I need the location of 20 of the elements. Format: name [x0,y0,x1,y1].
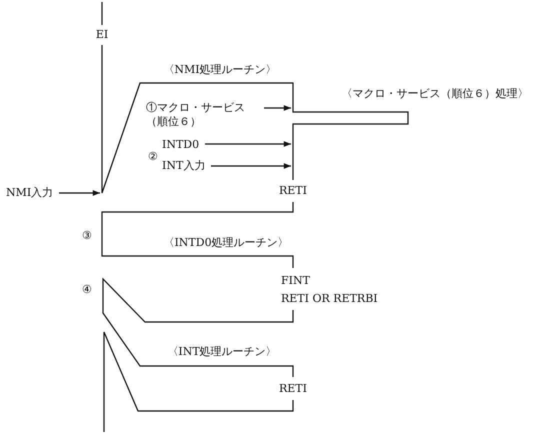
arrow [59,190,100,196]
instruction-label: RETI [279,184,307,198]
step-number: ② [148,150,158,164]
arrow [211,163,291,169]
arrow [264,105,291,111]
routine-title: 〈NMI処理ルーチン〉 [163,63,277,77]
signal-label: ①マクロ・サービス（順位６） [146,101,258,129]
step-number: ③ [82,229,92,243]
routine-title: 〈マクロ・サービス（順位６）処理〉 [342,87,528,101]
instruction-label: FINT [281,274,310,288]
signal-label: NMI入力 [6,186,54,200]
instruction-label: RETI [279,382,307,396]
routine-title: 〈INTD0処理ルーチン〉 [163,236,289,250]
step-number: ④ [82,283,92,297]
routine-title: 〈INT処理ルーチン〉 [167,345,277,359]
signal-label: INTD0 [162,138,200,152]
arrow [205,141,291,147]
instruction-label: RETI OR RETRBI [281,292,378,306]
event-label: EI [96,28,108,42]
signal-label: INT入力 [162,159,206,173]
